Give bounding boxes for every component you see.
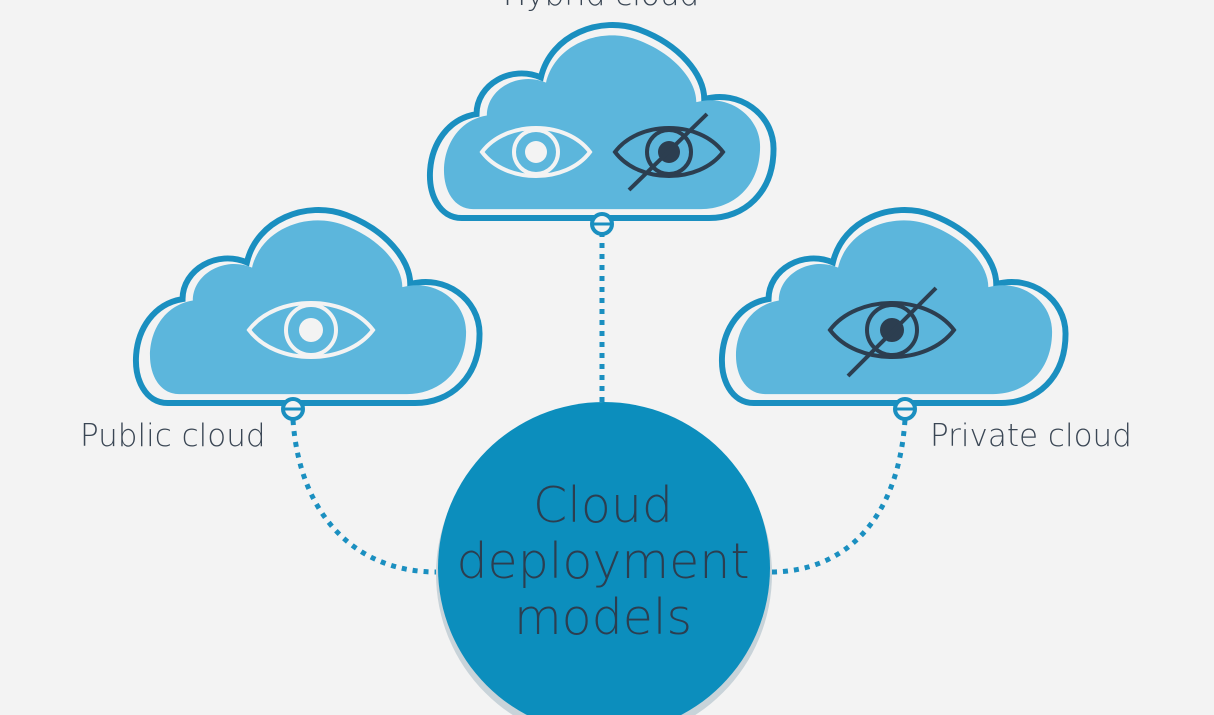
eye-icon: [246, 301, 376, 359]
label-private-cloud: Private cloud: [930, 418, 1132, 454]
center-title-line-2: deployment: [456, 533, 750, 590]
cloud-hybrid: [430, 25, 774, 218]
center-circle: [438, 402, 770, 715]
center-title-line-3: models: [513, 589, 693, 646]
center-title-line-1: Cloud: [533, 477, 673, 534]
label-hybrid-cloud: Hybrid cloud: [503, 0, 699, 11]
connector-public: [290, 419, 437, 575]
eye-slash-icon: [612, 112, 726, 192]
eye-icon: [479, 126, 593, 178]
connector-rings: [281, 212, 917, 421]
label-public-cloud: Public cloud: [80, 418, 266, 454]
connector-private: [769, 419, 908, 575]
connectors: [290, 232, 908, 575]
center-title: Cloud deployment models: [435, 478, 771, 646]
eye-slash-icon: [827, 286, 957, 378]
